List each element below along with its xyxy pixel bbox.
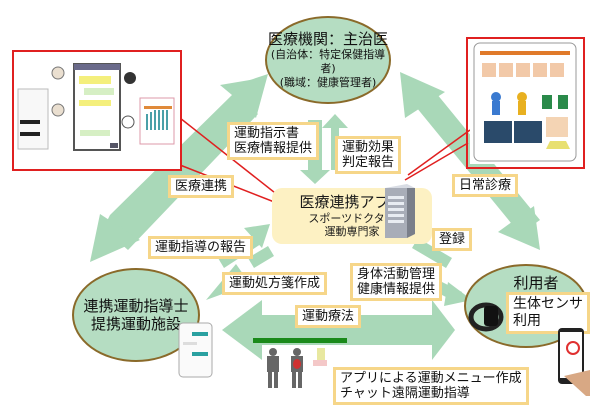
label-instruction-report: 運動指導の報告 [148, 236, 254, 259]
sensor-line2: 利用 [513, 313, 541, 329]
chat-app-screenshot [14, 52, 180, 169]
exercise-effect-line1: 運動効果 [342, 140, 395, 155]
activity-mgmt-line2: 健康情報提供 [357, 282, 436, 297]
arrow-effect-up-head [322, 114, 348, 128]
tablet-report-callout [466, 37, 585, 169]
tablet-health-report [470, 41, 580, 164]
arrow-daily-care-head-up [400, 72, 445, 118]
sensor-line1: 生体センサ [513, 296, 583, 312]
label-exercise-order: 運動指示書 医療情報提供 [227, 122, 320, 160]
app-line2: 運動専門家 [324, 225, 380, 238]
user-sensor-label: 生体センサ 利用 [506, 292, 590, 334]
arrow-daily-care-head-down [498, 206, 540, 250]
tablet-illustration-icon [473, 42, 577, 162]
arrow-therapy-head-right [432, 300, 455, 360]
arrow-medical-link-head-up [226, 74, 268, 118]
arrow-prescription-band [248, 246, 274, 268]
arrow-report-head [244, 224, 270, 248]
instructor-line2: 提携運動施設 [90, 315, 181, 333]
fitness-band-icon [468, 300, 504, 334]
chat-illustration-icon [17, 63, 175, 151]
smartphone-chat-icon [178, 322, 214, 378]
label-exercise-effect: 運動効果 判定報告 [335, 136, 402, 174]
label-medical-link: 医療連携 [168, 175, 235, 198]
label-prescription: 運動処方箋作成 [222, 272, 328, 295]
medical-sub-workplace: (職域：健康管理者) [279, 76, 377, 89]
body-muscle-chart [253, 338, 347, 392]
app-line1: スポーツドクター [308, 212, 396, 225]
smartphone-app-icon [556, 326, 590, 398]
label-app-menu: アプリによる運動メニュー作成 チャット遠隔運動指導 [333, 367, 529, 405]
chat-screenshot-callout [12, 50, 182, 171]
exercise-effect-line2: 判定報告 [342, 155, 395, 170]
label-activity-mgmt: 身体活動管理 健康情報提供 [350, 263, 443, 301]
activity-mgmt-line1: 身体活動管理 [357, 267, 436, 282]
label-register: 登録 [432, 228, 473, 251]
exercise-order-line1: 運動指示書 [234, 126, 300, 141]
arrow-therapy-head-left [222, 300, 262, 360]
label-daily-care: 日常診療 [452, 174, 519, 197]
callout-line-tablet-2 [404, 142, 469, 181]
node-medical-institution: 医療機関：主治医 (自治体：特定保健指導者) (職域：健康管理者) [265, 16, 391, 104]
server-icon [381, 182, 417, 240]
arrow-register-band [412, 238, 452, 268]
medical-sub-municipality: (自治体：特定保健指導者) [270, 48, 386, 75]
arrow-order-down [300, 160, 330, 184]
arrow-medical-link-head-down [90, 214, 140, 262]
app-title: 医療連携アプリ [299, 193, 405, 211]
app-menu-line2: チャット遠隔運動指導 [340, 386, 470, 401]
label-exercise-therapy: 運動療法 [295, 305, 362, 328]
callout-line-tablet-1 [407, 129, 471, 176]
app-menu-line1: アプリによる運動メニュー作成 [340, 371, 522, 386]
medical-title: 医療機関：主治医 [267, 30, 388, 48]
node-exercise-instructor: 連携運動指導士 提携運動施設 [72, 268, 200, 362]
user-title: 利用者 [513, 274, 559, 292]
instructor-line1: 連携運動指導士 [83, 297, 189, 315]
exercise-order-line2: 医療情報提供 [234, 141, 313, 156]
